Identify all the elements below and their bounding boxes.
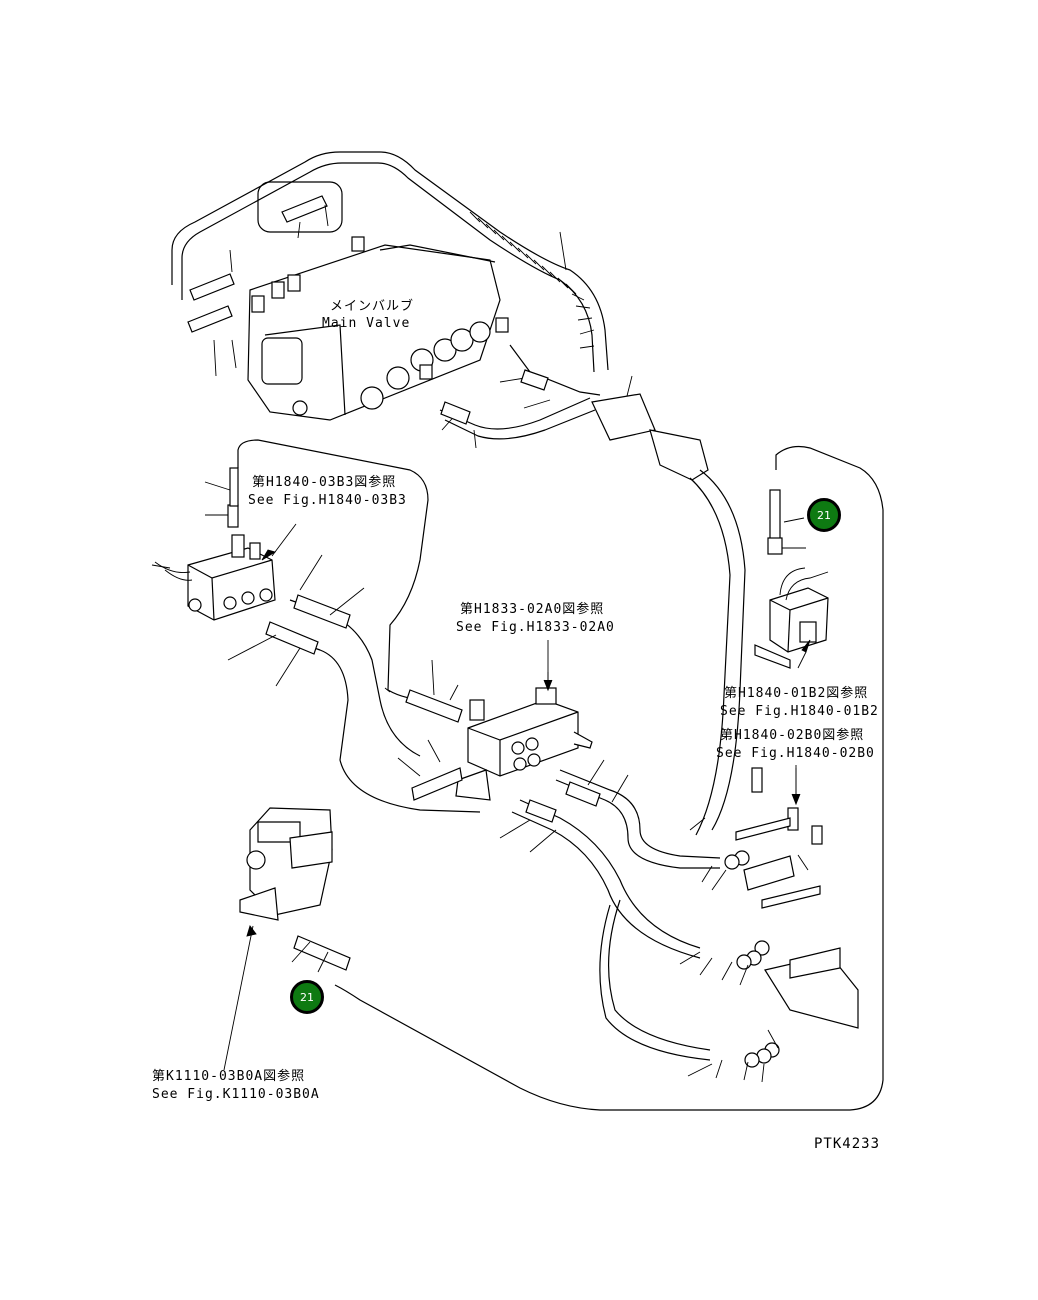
right-upper-valve xyxy=(754,489,829,669)
label-main-valve-en: Main Valve xyxy=(322,316,411,331)
right-hose-end-fittings xyxy=(724,850,780,1068)
hose-center-4 xyxy=(511,811,701,959)
leader-lines-left xyxy=(151,481,365,687)
callout-21-lower[interactable]: 21 xyxy=(290,980,324,1014)
ref-k1110-03b0a-en: See Fig.K1110-03B0A xyxy=(152,1087,320,1102)
hose-left-block-2 xyxy=(291,639,481,813)
callout-21-upper[interactable]: 21 xyxy=(807,498,841,532)
left-block-wires xyxy=(154,561,193,581)
harness-right xyxy=(699,469,746,831)
pedal-valve xyxy=(239,807,333,921)
hose-main-upper xyxy=(509,344,601,396)
ref-h1833-02a0-jp: 第H1833-02A0図参照 xyxy=(460,602,605,617)
left-valve-block xyxy=(187,467,276,621)
right-bracket-bolts xyxy=(735,767,823,909)
harness-right-loop xyxy=(334,445,884,1111)
leader-lines-top xyxy=(213,204,633,449)
hose-center-2 xyxy=(555,779,720,869)
leader-lines-bottom xyxy=(223,925,329,1071)
valve-connectors xyxy=(251,236,509,380)
ref-h1840-03b3-jp: 第H1840-03B3図参照 xyxy=(252,475,397,490)
hose-main-lower xyxy=(439,397,591,430)
ref-h1840-03b3-en: See Fig.H1840-03B3 xyxy=(248,493,407,508)
left-hose-fittings xyxy=(265,594,351,655)
top-left-fittings xyxy=(187,195,328,333)
hose-fittings-main xyxy=(440,369,549,425)
leader-lines-right xyxy=(679,765,809,1083)
center-valve-block xyxy=(455,687,593,801)
center-hose-fittings xyxy=(405,689,463,801)
label-main-valve-jp: メインバルブ xyxy=(330,299,415,314)
ref-h1840-01b2-jp: 第H1840-01B2図参照 xyxy=(724,686,869,701)
ref-h1840-02b0-en: See Fig.H1840-02B0 xyxy=(716,746,875,761)
right-upper-wires xyxy=(779,517,829,669)
drawing-number: PTK4233 xyxy=(814,1136,881,1152)
leader-lines-center xyxy=(384,640,629,853)
ref-h1833-02a0-en: See Fig.H1833-02A0 xyxy=(456,620,615,635)
main-valve xyxy=(247,244,501,421)
hose-main-lower-2 xyxy=(444,409,596,440)
spiral-sleeve xyxy=(469,211,595,349)
harness-left-loop xyxy=(237,439,431,701)
grommet-boot xyxy=(591,393,709,481)
center-right-fittings xyxy=(525,781,601,823)
hose-lower-loop-2 xyxy=(599,904,711,1061)
hose-center-1 xyxy=(559,769,721,859)
ref-k1110-03b0a-jp: 第K1110-03B0A図参照 xyxy=(152,1069,306,1084)
harness-top-loop xyxy=(171,151,609,371)
hose-left-block-1 xyxy=(289,599,421,757)
harness-right-2 xyxy=(689,477,731,836)
hose-center-3 xyxy=(519,799,701,949)
harness-bracket xyxy=(257,181,343,233)
ref-h1840-01b2-en: See Fig.H1840-01B2 xyxy=(720,704,879,719)
right-clamp-block xyxy=(764,947,859,1029)
reference-arrows xyxy=(261,549,811,806)
ref-h1840-02b0-jp: 第H1840-02B0図参照 xyxy=(720,728,865,743)
hose-lower-loop xyxy=(607,899,711,1051)
